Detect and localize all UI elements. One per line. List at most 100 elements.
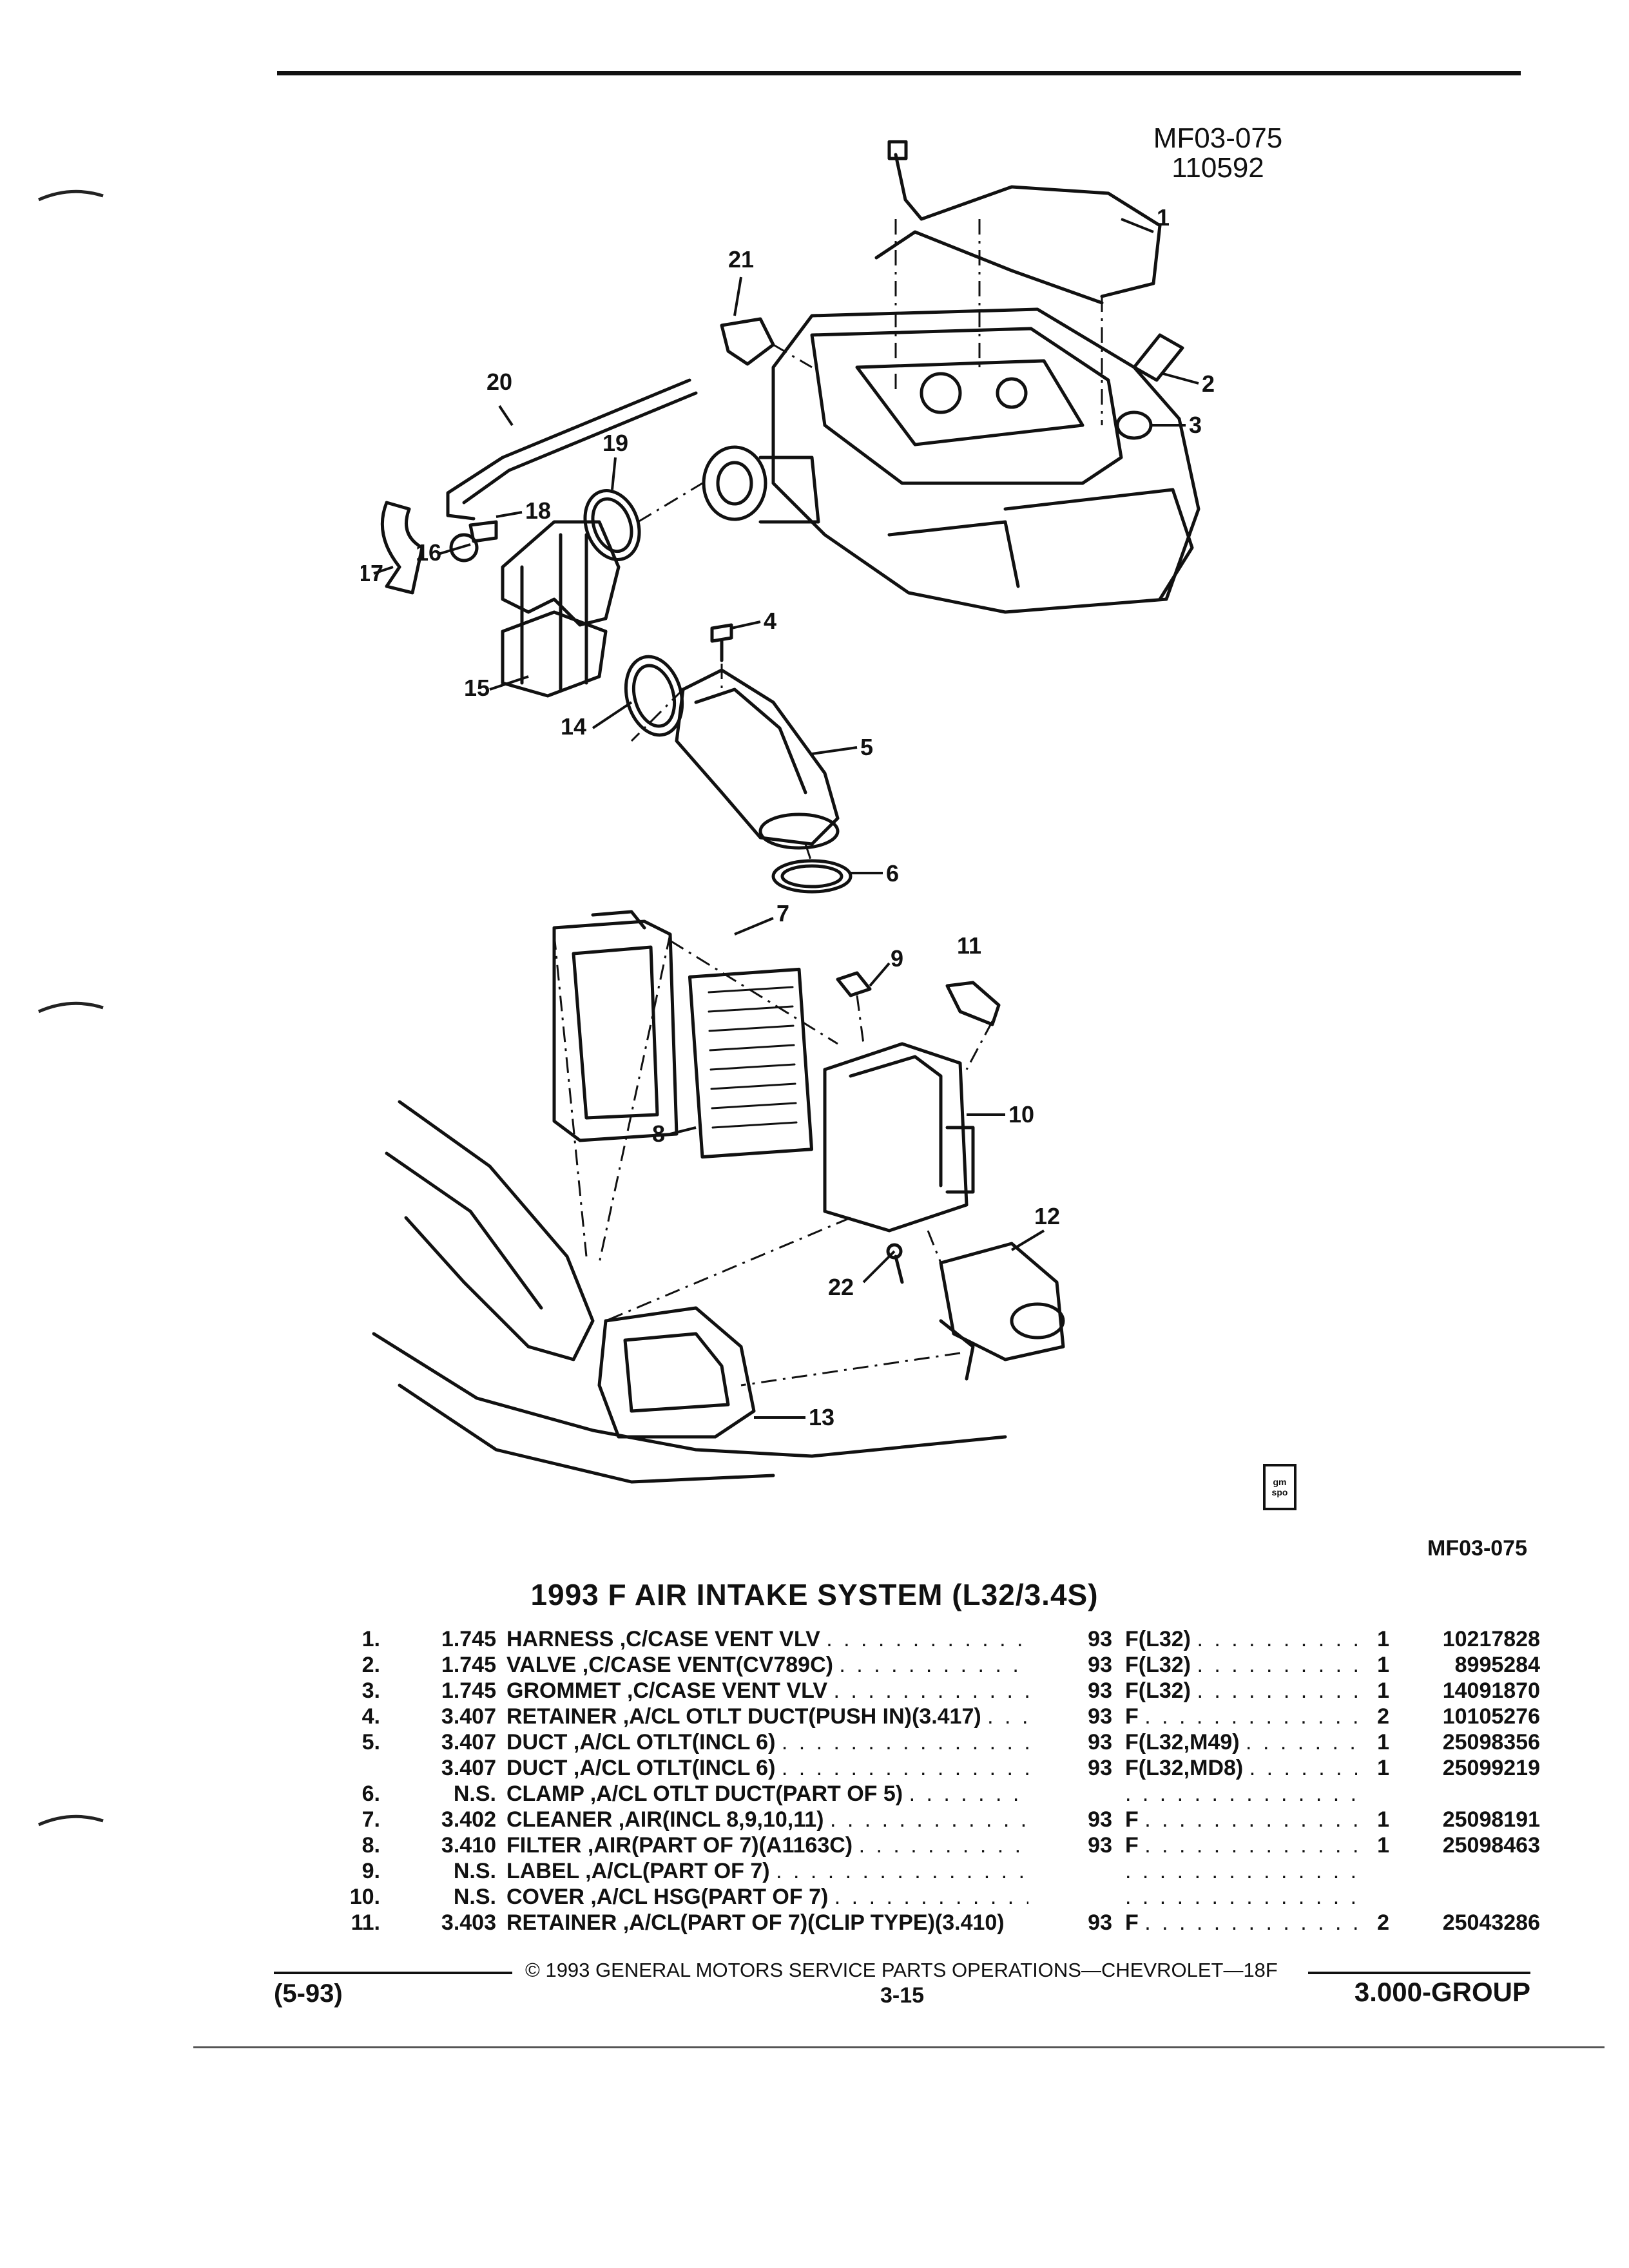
application: F . . . . . . . . . . . . . . . [1125, 1807, 1357, 1832]
group-number: N.S. [453, 1885, 496, 1909]
top-rule [277, 71, 1521, 75]
item-number: 2. [361, 1653, 380, 1677]
quantity: 1 [1377, 1678, 1389, 1703]
application: F(L32) . . . . . . . . . . . . [1125, 1678, 1357, 1703]
intake-duct [501, 520, 621, 627]
part-number: 25098356 [1442, 1730, 1540, 1754]
callout-8: 8 [652, 1120, 665, 1147]
quantity: 1 [1377, 1833, 1389, 1858]
callout-10: 10 [1008, 1101, 1034, 1128]
parts-row: 1. 1.745 HARNESS ,C/CASE VENT VLV . . . … [0, 1626, 1629, 1652]
part-number: 25043286 [1442, 1910, 1540, 1935]
callout-4: 4 [764, 608, 776, 634]
air-filter [688, 967, 814, 1159]
part-description: HARNESS ,C/CASE VENT VLV . . . . . . . .… [506, 1627, 1028, 1651]
callout-13: 13 [809, 1404, 834, 1430]
parts-list: 1. 1.745 HARNESS ,C/CASE VENT VLV . . . … [0, 1626, 1629, 1936]
callout-19: 19 [602, 430, 628, 456]
part-description: RETAINER ,A/CL OTLT DUCT(PUSH IN)(3.417)… [506, 1704, 1028, 1729]
item-number: 6. [361, 1782, 380, 1806]
part-description: DUCT ,A/CL OTLT(INCL 6) . . . . . . . . … [506, 1756, 1028, 1780]
bottom-rule [193, 2046, 1605, 2048]
hose-part [446, 378, 691, 521]
model-year: 93 [1088, 1910, 1112, 1935]
parts-row: 4. 3.407 RETAINER ,A/CL OTLT DUCT(PUSH I… [0, 1704, 1629, 1729]
quantity: 1 [1377, 1653, 1389, 1677]
group-number: 3.410 [441, 1833, 496, 1858]
figure-number: 110592 [1171, 152, 1264, 184]
callout-21: 21 [728, 246, 754, 273]
item-number: 10. [349, 1885, 380, 1909]
quantity: 2 [1377, 1704, 1389, 1729]
group-number: N.S. [453, 1859, 496, 1883]
callout-3: 3 [1189, 412, 1202, 438]
parts-row: 5. 3.407 DUCT ,A/CL OTLT(INCL 6) . . . .… [0, 1729, 1629, 1755]
application: F(L32) . . . . . . . . . . . . [1125, 1627, 1357, 1651]
figure-code: MF03-075 [1153, 122, 1283, 154]
item-number: 1. [361, 1627, 380, 1651]
parts-row: 8. 3.410 FILTER ,AIR(PART OF 7)(A1163C) … [0, 1832, 1629, 1858]
parts-row: 3.407 DUCT ,A/CL OTLT(INCL 6) . . . . . … [0, 1755, 1629, 1781]
group-number: 3.407 [441, 1730, 496, 1754]
application: F . . . . . . . . . . . . . . . [1125, 1910, 1357, 1935]
part-description: CLEANER ,AIR(INCL 8,9,10,11) . . . . . .… [506, 1807, 1028, 1832]
callout-20: 20 [487, 369, 512, 395]
callout-2: 2 [1202, 370, 1215, 397]
model-year: 93 [1088, 1653, 1112, 1677]
gm-spo-logo: gm spo [1263, 1464, 1296, 1510]
parts-row: 2. 1.745 VALVE ,C/CASE VENT(CV789C) . . … [0, 1652, 1629, 1678]
parts-row: 9. N.S. LABEL ,A/CL(PART OF 7) . . . . .… [0, 1858, 1629, 1884]
item-number: 7. [361, 1807, 380, 1832]
date-code: (5-93) [274, 1979, 343, 2008]
section-title: 1993 F AIR INTAKE SYSTEM (L32/3.4S) [530, 1578, 1099, 1611]
parts-row: 10. N.S. COVER ,A/CL HSG(PART OF 7) . . … [0, 1884, 1629, 1910]
application: . . . . . . . . . . . . . . . . . . . [1125, 1859, 1357, 1883]
lower-bracket [597, 1306, 756, 1439]
group-number: 1.745 [441, 1627, 496, 1651]
quantity: 1 [1377, 1756, 1389, 1780]
harness-part [894, 153, 1162, 298]
part-description: VALVE ,C/CASE VENT(CV789C) . . . . . . .… [506, 1653, 1028, 1677]
application: F(L32,MD8) . . . . . . . [1125, 1756, 1357, 1780]
model-year: 93 [1088, 1627, 1112, 1651]
part-description: FILTER ,AIR(PART OF 7)(A1163C) . . . . .… [506, 1833, 1028, 1858]
exploded-diagram: 1 2 3 4 5 6 7 8 9 10 11 12 13 14 15 16 1… [361, 122, 1366, 1533]
binder-marks [37, 189, 104, 1827]
part-number: 14091870 [1442, 1678, 1540, 1703]
parts-row: 11. 3.403 RETAINER ,A/CL(PART OF 7)(CLIP… [0, 1910, 1629, 1936]
quantity: 1 [1377, 1807, 1389, 1832]
model-year: 93 [1088, 1756, 1112, 1780]
quantity: 2 [1377, 1910, 1389, 1935]
item-number: 11. [351, 1910, 380, 1935]
application: . . . . . . . . . . . . . . . . . . . [1125, 1782, 1357, 1806]
group-number: 3.407 [441, 1704, 496, 1729]
parts-row: 6. N.S. CLAMP ,A/CL OTLT DUCT(PART OF 5)… [0, 1781, 1629, 1807]
group-number: 3.403 [441, 1910, 496, 1935]
callout-15: 15 [464, 675, 490, 701]
group-number: 3.402 [441, 1807, 496, 1832]
callout-16: 16 [416, 539, 441, 566]
parts-row: 3. 1.745 GROMMET ,C/CASE VENT VLV . . . … [0, 1678, 1629, 1704]
part-description: COVER ,A/CL HSG(PART OF 7) . . . . . . .… [506, 1885, 1028, 1909]
callout-7: 7 [776, 900, 789, 927]
item-number: 3. [361, 1678, 380, 1703]
model-year: 93 [1088, 1807, 1112, 1832]
callout-12: 12 [1034, 1203, 1060, 1229]
callout-18: 18 [525, 497, 551, 524]
figure-code-bottom: MF03-075 [1427, 1536, 1527, 1561]
part-number: 25098191 [1442, 1807, 1540, 1832]
group-label: 3.000-GROUP [1354, 1977, 1530, 2007]
group-number: 1.745 [441, 1678, 496, 1703]
callout-6: 6 [886, 860, 899, 887]
air-cleaner-housing [552, 919, 679, 1142]
diagram-drawing: 1 2 3 4 5 6 7 8 9 10 11 12 13 14 15 16 1… [361, 140, 1215, 1484]
model-year: 93 [1088, 1833, 1112, 1858]
part-description: CLAMP ,A/CL OTLT DUCT(PART OF 5) . . . .… [506, 1782, 1028, 1806]
page-number: 3-15 [880, 1983, 925, 2008]
model-year: 93 [1088, 1678, 1112, 1703]
application: F . . . . . . . . . . . . . . . [1125, 1704, 1357, 1729]
item-number: 5. [361, 1730, 380, 1754]
application: F(L32) . . . . . . . . . . . . [1125, 1653, 1357, 1677]
part-number: 10217828 [1442, 1627, 1540, 1651]
group-number: N.S. [453, 1782, 496, 1806]
